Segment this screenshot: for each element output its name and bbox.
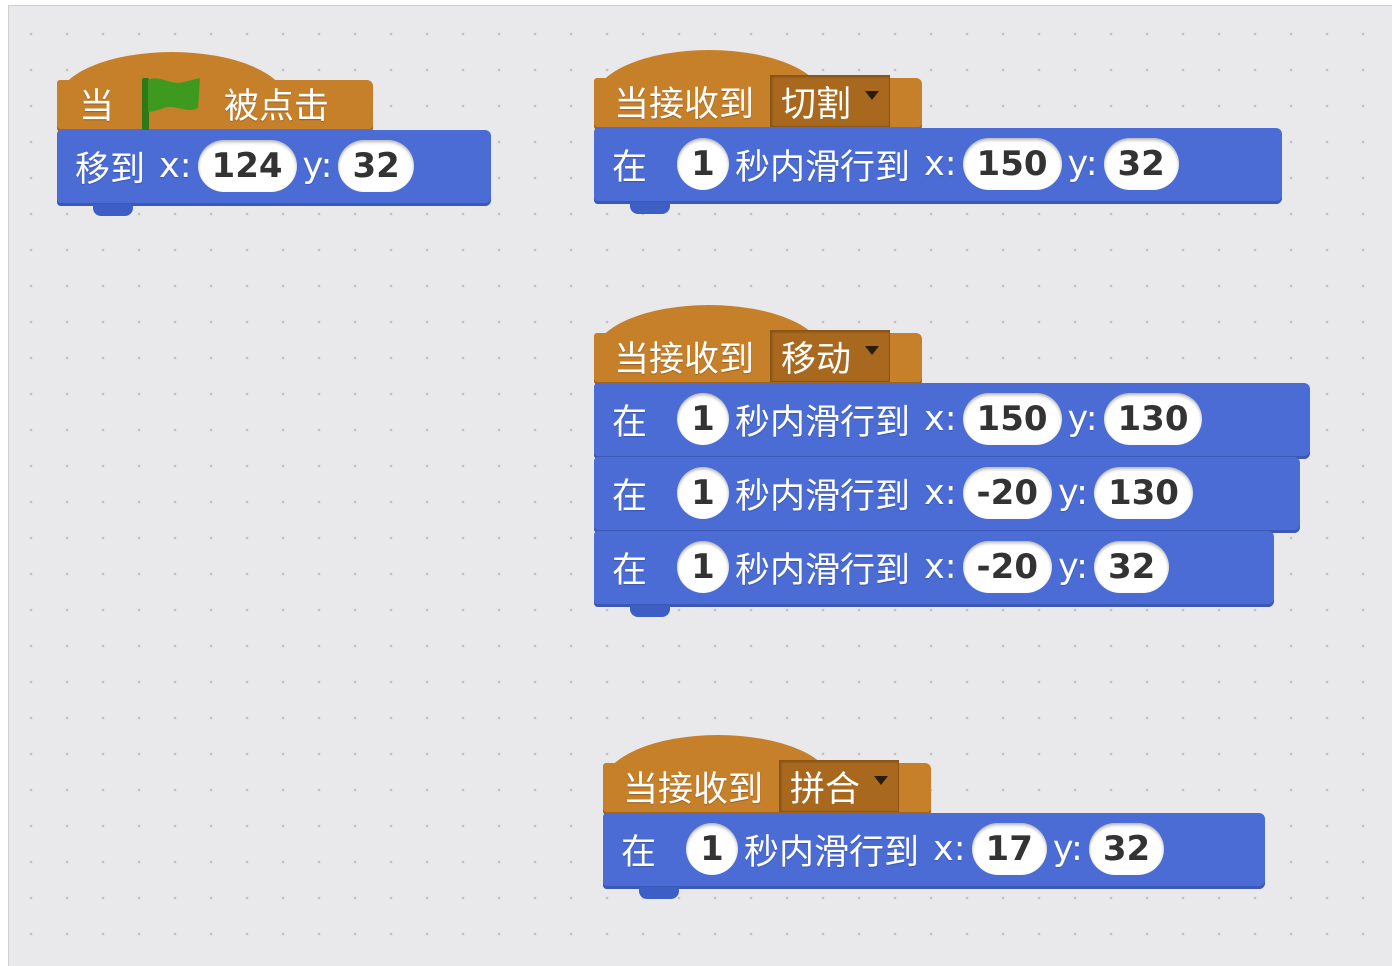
secs-input[interactable]: 1 (677, 541, 730, 593)
hat-suffix: 被点击 (224, 86, 330, 127)
x-label: x: (933, 829, 966, 869)
secs-input[interactable]: 1 (677, 393, 730, 445)
x-label: x: (159, 146, 192, 186)
glide-block[interactable]: 在 1 秒内滑行到 x: -20 y: 32 (594, 531, 1274, 617)
y-label: y: (1067, 144, 1098, 184)
script-flag[interactable]: 当 被点击 移到 x: 124 y: 32 (57, 52, 491, 216)
chevron-down-icon (865, 90, 880, 100)
x-input[interactable]: -20 (962, 467, 1052, 519)
script-combine[interactable]: 当接收到 拼合 在 1 秒内滑行到 x: 17 y: 32 (603, 735, 1265, 899)
x-input[interactable]: -20 (962, 541, 1052, 593)
glide-pre-label: 在 (612, 550, 648, 591)
message-dropdown[interactable]: 拼合 (779, 760, 900, 812)
glide-mid-label: 秒内滑行到 (744, 832, 920, 873)
when-receive-block[interactable]: 当接收到 拼合 (603, 735, 931, 815)
chevron-down-icon (865, 345, 880, 355)
y-label: y: (1057, 473, 1088, 513)
when-receive-block[interactable]: 当接收到 移动 (594, 305, 922, 385)
when-flag-clicked-block[interactable]: 当 被点击 (57, 52, 373, 134)
glide-mid-label: 秒内滑行到 (735, 476, 911, 517)
hat-label: 当接收到 (623, 769, 764, 810)
glide-mid-label: 秒内滑行到 (735, 402, 911, 443)
secs-input[interactable]: 1 (677, 467, 730, 519)
y-label: y: (1052, 829, 1083, 869)
x-label: x: (924, 399, 957, 439)
glide-pre-label: 在 (612, 476, 648, 517)
y-input[interactable]: 130 (1093, 467, 1193, 519)
x-label: x: (924, 144, 957, 184)
y-input[interactable]: 32 (1103, 138, 1179, 190)
secs-input[interactable]: 1 (677, 138, 730, 190)
y-label: y: (1057, 547, 1088, 587)
glide-block[interactable]: 在 1 秒内滑行到 x: 17 y: 32 (603, 813, 1265, 899)
x-input[interactable]: 124 (197, 140, 297, 192)
glide-mid-label: 秒内滑行到 (735, 550, 911, 591)
goto-xy-block[interactable]: 移到 x: 124 y: 32 (57, 130, 491, 216)
y-label: y: (1067, 399, 1098, 439)
message-value: 拼合 (790, 769, 861, 810)
glide-block[interactable]: 在 1 秒内滑行到 x: -20 y: 130 (594, 457, 1300, 543)
message-value: 移动 (781, 339, 852, 380)
x-label: x: (924, 547, 957, 587)
when-receive-block[interactable]: 当接收到 切割 (594, 50, 922, 130)
y-input[interactable]: 32 (1093, 541, 1170, 593)
green-flag-icon (136, 74, 206, 136)
hat-label: 当接收到 (614, 339, 755, 380)
glide-block[interactable]: 在 1 秒内滑行到 x: 150 y: 32 (594, 128, 1282, 214)
glide-mid-label: 秒内滑行到 (735, 147, 911, 188)
glide-pre-label: 在 (612, 402, 648, 443)
goto-label: 移到 (75, 149, 146, 190)
script-move[interactable]: 当接收到 移动 在 1 秒内滑行到 x: 150 y: 130 在 1 秒内滑行… (594, 305, 1310, 617)
y-label: y: (302, 146, 333, 186)
secs-input[interactable]: 1 (686, 823, 739, 875)
glide-pre-label: 在 (621, 832, 657, 873)
x-input[interactable]: 150 (962, 138, 1062, 190)
x-input[interactable]: 17 (971, 823, 1047, 875)
hat-label: 当接收到 (614, 84, 755, 125)
y-input[interactable]: 130 (1103, 393, 1203, 445)
x-label: x: (924, 473, 957, 513)
chevron-down-icon (874, 775, 889, 785)
y-input[interactable]: 32 (338, 140, 414, 192)
glide-block[interactable]: 在 1 秒内滑行到 x: 150 y: 130 (594, 383, 1310, 469)
message-value: 切割 (781, 84, 852, 125)
hat-prefix: 当 (79, 86, 115, 127)
message-dropdown[interactable]: 移动 (770, 330, 891, 382)
script-cut[interactable]: 当接收到 切割 在 1 秒内滑行到 x: 150 y: 32 (594, 50, 1282, 214)
glide-pre-label: 在 (612, 147, 648, 188)
y-input[interactable]: 32 (1088, 823, 1165, 875)
x-input[interactable]: 150 (962, 393, 1062, 445)
message-dropdown[interactable]: 切割 (770, 75, 891, 127)
